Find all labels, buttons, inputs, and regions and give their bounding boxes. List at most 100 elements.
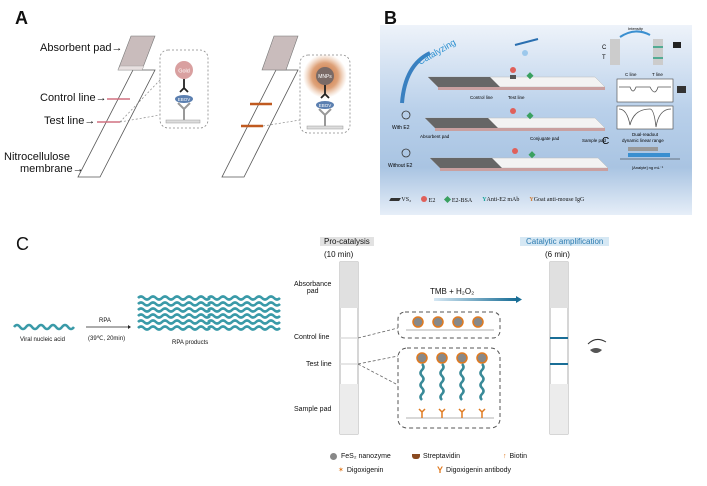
pro-catalysis-tag: Pro-catalysis	[320, 237, 374, 246]
surface-bar	[306, 125, 344, 130]
legend-label: VS₂	[401, 197, 412, 203]
rpa-products-grid	[137, 295, 281, 331]
sandwich-complex	[416, 352, 428, 418]
e2-bsa-marker	[526, 72, 534, 80]
strip-row-2	[424, 117, 606, 131]
mnp-label: MNPs	[318, 74, 332, 80]
digoxigenin-antibody-icon: Y	[437, 465, 444, 475]
digoxigenin-antibody-icon	[418, 408, 426, 418]
absorbent-pad	[261, 35, 299, 71]
surprised-face-icon	[401, 110, 411, 120]
digoxigenin-antibody-icon	[438, 408, 446, 418]
fes2-nanozyme	[416, 352, 428, 364]
arrowhead	[516, 296, 522, 303]
legend-item: E2	[421, 196, 435, 204]
capture-antibody-icon	[318, 108, 332, 126]
e2-icon	[421, 196, 428, 202]
fes2-nanozyme	[472, 316, 484, 328]
signal-trace-2	[618, 108, 672, 128]
ebov-antigen	[175, 95, 193, 103]
panel-a-illustration: Gold EBOV MNPs	[77, 35, 351, 178]
absorbance-pad-label: Absorbance pad	[294, 281, 331, 295]
panel-b-label: B	[384, 8, 397, 28]
legend-label: Digoxigenin antibody	[446, 466, 512, 474]
absorbent-block	[428, 77, 500, 87]
absorbent-pad	[117, 35, 156, 71]
strip-base	[435, 128, 605, 131]
control-nanozymes	[406, 316, 494, 331]
test-complexes	[406, 352, 494, 419]
legend-streptavidin: Streptavidin	[412, 453, 460, 460]
absorbent-block	[430, 158, 502, 168]
viral-dna-icon	[13, 323, 75, 331]
test-line-label: Test line	[508, 95, 525, 100]
absorbent-block	[425, 118, 498, 128]
dna-amplicon	[459, 363, 465, 401]
capture-antibody-icon	[177, 102, 191, 120]
ebov-antigen	[316, 101, 334, 109]
signal-trace-1	[619, 86, 671, 93]
panel-c-label: C	[16, 234, 29, 254]
ebov-label: EBOV	[178, 97, 191, 102]
sample-pad	[340, 384, 358, 434]
dna-product	[137, 313, 211, 319]
analyte-axis-label: [Analyte] ng mL⁻¹	[632, 165, 664, 170]
dna-product	[207, 325, 281, 331]
detection-antibody-icon	[179, 79, 189, 93]
pro-catalysis-time: (10 min)	[324, 250, 354, 259]
ebov-label: EBOV	[319, 103, 332, 108]
legend-item: YGoat anti-mouse IgG	[529, 197, 584, 203]
e2-marker	[512, 148, 518, 154]
test-line-label: Test line	[306, 361, 332, 368]
sandwich-complex	[456, 352, 468, 418]
anti-e2-antibody-icon: Y	[482, 197, 487, 203]
strip-mnp: MNPs EBOV	[221, 35, 351, 178]
smiling-face-icon	[401, 148, 411, 158]
intensity-label: Intensity	[628, 26, 643, 31]
fes2-nanozyme	[436, 352, 448, 364]
c-label: C	[602, 45, 607, 51]
droplet-icon	[522, 50, 528, 56]
signal-plot-1	[616, 78, 674, 103]
label-absorbent-pad: Absorbent pad→	[40, 42, 123, 54]
e2-bsa-icon	[444, 195, 452, 203]
gold-label: Gold	[178, 69, 190, 75]
label-control-line: Control line→	[40, 92, 107, 104]
digoxigenin-antibody-icon	[458, 408, 466, 418]
fes2-nanozyme	[452, 316, 464, 328]
panel-a-label: A	[15, 8, 28, 28]
dynamic-range-label: dynamic linear range	[622, 138, 664, 143]
legend-label: Streptavidin	[423, 453, 460, 460]
catalytic-time: (6 min)	[545, 250, 570, 259]
eyeball	[590, 348, 602, 353]
tmb-label: TMB + H₂O₂	[430, 287, 475, 296]
molecule-clusters	[510, 67, 536, 159]
rpa-label: RPA	[99, 318, 111, 324]
fes2-nanozyme	[432, 316, 444, 328]
tmb-arrow	[434, 298, 516, 301]
strip-row-1	[427, 76, 606, 90]
legend-digoxigenin: ✶ Digoxigenin	[338, 466, 383, 475]
dna-product	[207, 313, 281, 319]
sandwich-complex	[436, 352, 448, 418]
absorbance-pad	[550, 262, 568, 308]
fes2-nanozyme-icon	[330, 453, 337, 460]
viral-nucleic-acid-label: Viral nucleic acid	[20, 337, 65, 343]
dna-product	[137, 325, 211, 331]
gold-nanoparticle	[175, 61, 193, 79]
label-nitrocellulose: Nitrocellulose	[4, 151, 71, 163]
zoom-connector	[119, 114, 161, 123]
arrowhead	[128, 325, 131, 329]
nitrocellulose-membrane	[77, 69, 156, 178]
rpa-condition-label: (39℃, 20min)	[88, 336, 126, 342]
dna-amplicon	[479, 363, 485, 401]
legend-label: E2	[428, 198, 436, 204]
detection-antibody-icon	[320, 85, 330, 99]
panel-c-strips	[339, 261, 607, 435]
dna-product	[137, 319, 211, 325]
range-bar-gray	[628, 147, 658, 151]
sandwich-complex	[476, 352, 488, 418]
eyebrow	[587, 338, 607, 345]
strip-base	[440, 168, 608, 171]
dna-product	[137, 301, 211, 307]
